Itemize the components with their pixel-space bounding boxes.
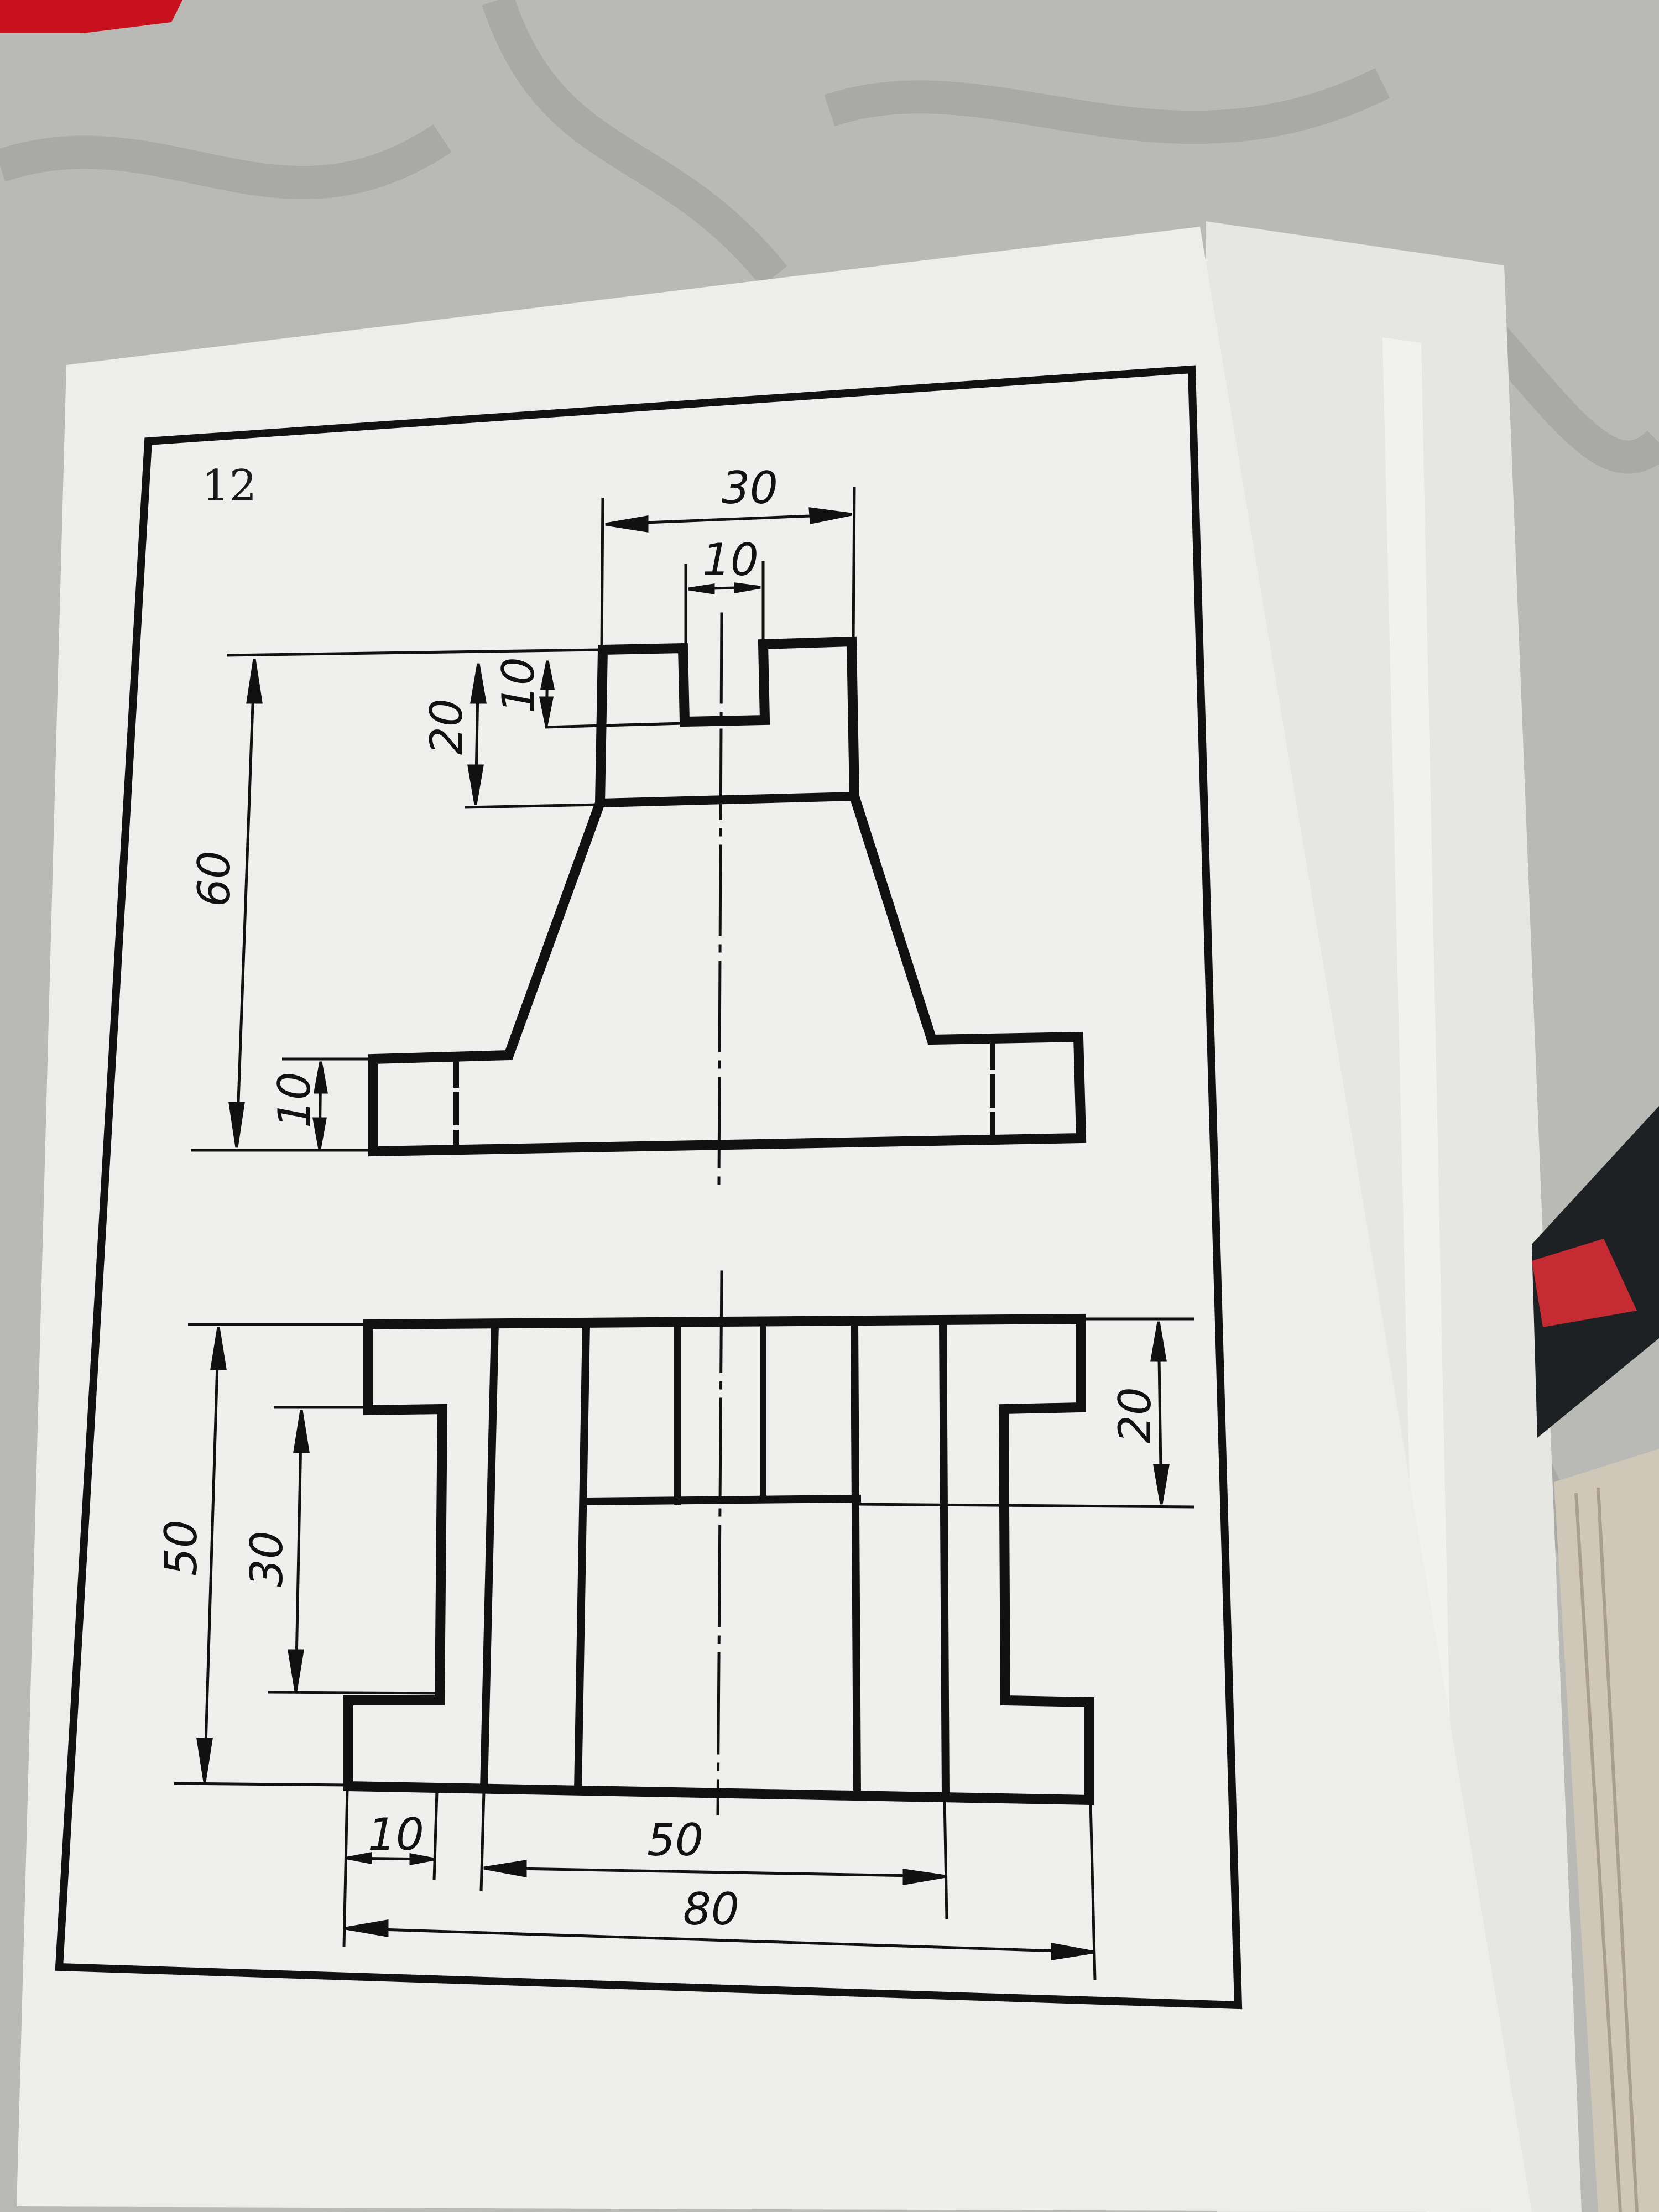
red-object <box>0 0 182 33</box>
dim-total-width: 80 <box>683 1884 739 1935</box>
wood-block <box>1554 1449 1659 2212</box>
dim-total-height: 60 <box>189 851 240 907</box>
dim-recess-depth: 30 <box>241 1531 293 1587</box>
dim-top-block-height: 20 <box>421 698 472 755</box>
pen <box>1532 1106 1659 1438</box>
dim-left-tab-width: 10 <box>368 1809 424 1860</box>
front-view-outline <box>368 636 1087 1157</box>
front-view-dimension-labels: 30 10 60 20 10 10 <box>189 462 778 1128</box>
top-view-mid-line <box>582 1494 862 1506</box>
front-view-centerline <box>717 612 723 1185</box>
exercise-number: 12 <box>202 461 257 511</box>
front-view-dimensions <box>191 486 856 1152</box>
drawing-frame <box>55 365 1243 2010</box>
dim-slot-width: 10 <box>702 534 759 586</box>
top-block-bottom-edge <box>595 791 859 808</box>
dim-right-step: 20 <box>1109 1387 1161 1443</box>
dim-top-width: 30 <box>722 462 778 514</box>
top-view-dimension-labels: 50 30 20 10 50 80 <box>155 1387 1161 1935</box>
dim-slot-depth: 10 <box>493 657 544 713</box>
top-view-dimensions <box>174 1317 1195 1980</box>
top-view-centerline <box>716 1270 723 1815</box>
top-view-outline <box>343 1313 1094 1806</box>
top-view-line-5 <box>850 1318 862 1799</box>
top-view <box>343 1270 1094 1815</box>
top-view-line-1 <box>479 1320 499 1793</box>
dim-total-depth: 50 <box>155 1520 207 1576</box>
dim-middle-width: 50 <box>647 1814 703 1866</box>
front-view <box>368 612 1087 1185</box>
top-view-line-6 <box>938 1317 950 1802</box>
top-view-line-2 <box>573 1320 591 1794</box>
dim-base-height: 10 <box>269 1072 320 1128</box>
